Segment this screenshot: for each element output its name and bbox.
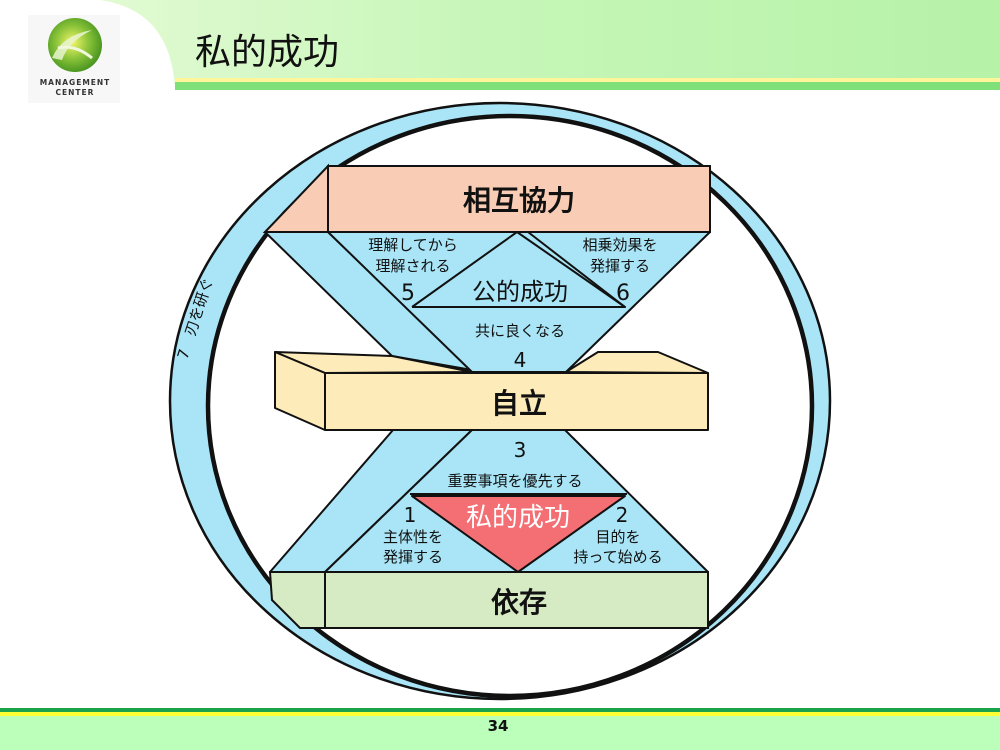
habit1-line1: 主体性を <box>383 528 443 546</box>
habit5-line1: 理解してから <box>368 236 458 254</box>
private-victory-label: 私的成功 <box>466 503 570 533</box>
habit4-number: 4 <box>514 348 527 372</box>
habit1-number: 1 <box>404 503 417 527</box>
logo-text-line2: CENTER <box>56 88 95 97</box>
footer: 34 <box>0 708 1000 750</box>
habit3-number: 3 <box>514 438 527 462</box>
public-victory-label: 公的成功 <box>472 278 568 306</box>
header-yellow-line <box>175 78 1000 82</box>
habit5-number: 5 <box>401 281 415 306</box>
habit5-line2: 理解される <box>375 257 450 275</box>
habit4-label: 共に良くなる <box>475 322 565 340</box>
habit6-line1: 相乗効果を <box>582 236 657 254</box>
header: MANAGEMENT CENTER 私的成功 <box>0 0 1000 103</box>
dependence-label: 依存 <box>491 586 547 619</box>
habit6-number: 6 <box>616 281 630 306</box>
habit2-number: 2 <box>616 503 629 527</box>
habit2-line1: 目的を <box>595 528 640 546</box>
company-logo: MANAGEMENT CENTER <box>28 15 120 103</box>
habit2-line2: 持って始める <box>573 548 662 566</box>
lower-section <box>269 429 709 573</box>
independence-label: 自立 <box>491 387 547 420</box>
habit6-line2: 発揮する <box>590 257 650 275</box>
header-green-line <box>175 82 1000 90</box>
interdependence-box <box>262 163 711 233</box>
dependence-box <box>268 571 709 629</box>
page-number: 34 <box>488 717 509 735</box>
interdependence-label: 相互協力 <box>463 184 575 217</box>
logo-globe-icon <box>48 18 102 72</box>
logo-text-line1: MANAGEMENT <box>40 78 111 87</box>
habit1-line2: 発揮する <box>383 548 443 566</box>
page-title: 私的成功 <box>195 32 339 73</box>
habit3-label: 重要事項を優先する <box>447 472 582 490</box>
private-victory-triangle <box>411 495 626 573</box>
